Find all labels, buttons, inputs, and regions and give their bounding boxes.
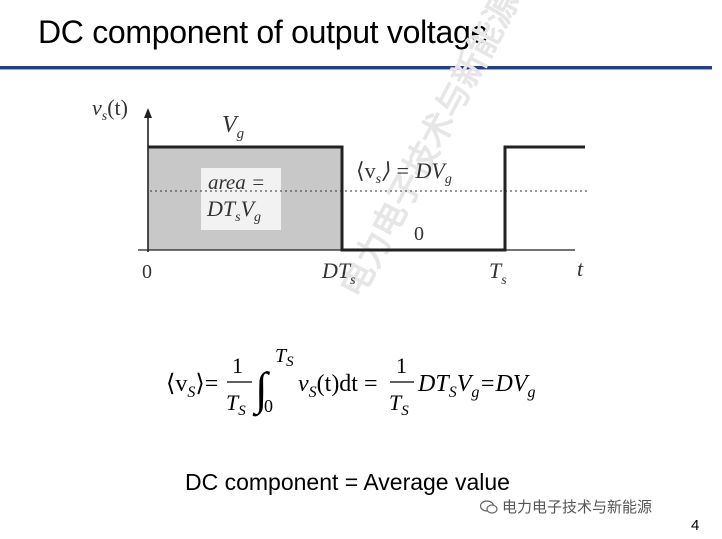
watermark-text: 电力电子技术与新能源 bbox=[502, 499, 653, 516]
x-tick-zero: 0 bbox=[142, 261, 152, 283]
switch-voltage-waveform bbox=[148, 145, 585, 252]
y-axis-label: vs(t) bbox=[92, 95, 128, 124]
zero-level-label: 0 bbox=[414, 223, 424, 245]
integral-sign-icon: ∫ bbox=[252, 363, 270, 417]
vg-label: Vg bbox=[222, 112, 245, 142]
slide-caption: DC component = Average value bbox=[185, 469, 510, 495]
figure-labels: vs(t) Vg area = DTsVg ⟨vs⟩ = DVg 0 0 DTs… bbox=[92, 95, 584, 288]
channel-watermark: 电力电子技术与新能源 bbox=[480, 496, 652, 517]
slide-title: DC component of output voltage bbox=[38, 14, 488, 50]
area-label-line1: area = bbox=[208, 170, 265, 194]
background-watermark: 电力电子技术与新能源 www.21micro-grid.com bbox=[334, 0, 690, 304]
x-tick-dts: DTs bbox=[321, 258, 356, 288]
equation-lhs: ⟨vS⟩= bbox=[166, 371, 218, 401]
average-equation: ⟨vS⟩= 1 TS ∫ TS 0 vS(t)dt = 1 TS bbox=[166, 345, 536, 419]
x-axis-label: t bbox=[577, 256, 584, 281]
page-number: 4 bbox=[691, 517, 700, 534]
fraction2-denominator: TS bbox=[389, 390, 409, 419]
fraction1-denominator: TS bbox=[226, 390, 246, 419]
area-label-line2: DTsVg bbox=[206, 196, 261, 225]
integral-lower-limit: 0 bbox=[264, 396, 273, 416]
title-underline bbox=[0, 66, 712, 69]
fraction2-numerator: 1 bbox=[396, 353, 407, 378]
area-label-box bbox=[201, 168, 281, 230]
fraction1-numerator: 1 bbox=[232, 353, 243, 378]
average-label: ⟨vs⟩ = DVg bbox=[356, 158, 452, 187]
y-axis-arrow-icon bbox=[144, 108, 152, 118]
equation-rhs: DTSVg=DVg bbox=[417, 371, 536, 401]
integral-upper-limit: TS bbox=[275, 345, 294, 370]
x-tick-ts: Ts bbox=[489, 258, 507, 288]
title-underline-shadow bbox=[0, 69, 712, 70]
wechat-icon bbox=[480, 499, 498, 514]
integrand: vS(t)dt = bbox=[298, 371, 378, 401]
